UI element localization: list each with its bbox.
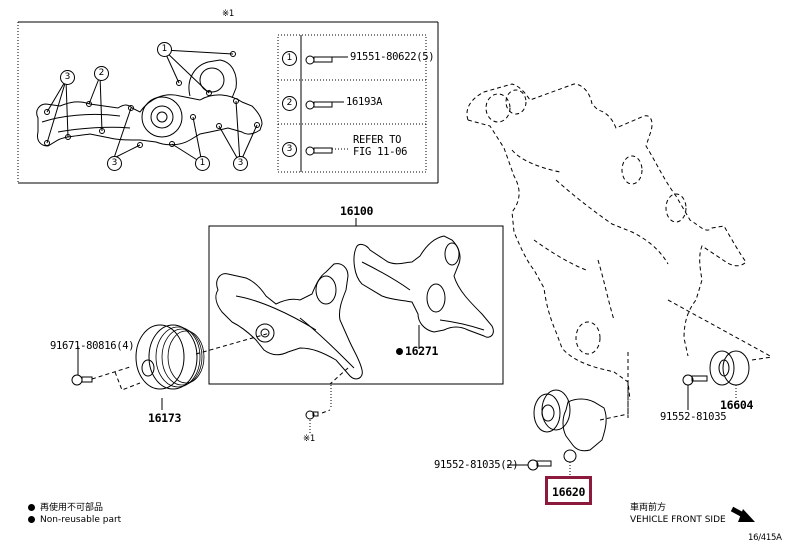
small-bolt-note: ※1 <box>303 434 315 444</box>
table-ref-line2[interactable]: FIG 11-06 <box>353 146 408 158</box>
non-reusable-bullet-icon <box>396 348 403 355</box>
part-label-16620: 16620 <box>552 485 586 499</box>
table-part-1[interactable]: 91551-80622(5) <box>350 51 435 63</box>
fastener-table <box>277 34 427 173</box>
part-label-91552-81035[interactable]: 91552-81035 <box>660 411 727 423</box>
vehicle-front-label: 車両前方 VEHICLE FRONT SIDE <box>630 502 726 526</box>
callout-3: 3 <box>107 156 122 171</box>
legend-item-en: Non-reusable part <box>28 514 121 526</box>
table-row-num-3: 3 <box>282 142 297 157</box>
water-pump-drawing <box>215 263 363 380</box>
callout-1: 1 <box>157 42 172 57</box>
part-label-16604[interactable]: 16604 <box>720 398 754 412</box>
legend-item-jp: 再使用不可部品 <box>28 502 121 514</box>
pulley-drawing <box>135 324 271 410</box>
table-row-num-1: 1 <box>282 51 297 66</box>
table-ref-line1: REFER TO <box>353 134 402 146</box>
part-label-16173[interactable]: 16173 <box>148 411 182 425</box>
water-pump-assembly-box <box>208 218 504 385</box>
callout-1: 1 <box>195 156 210 171</box>
vehicle-front-en: VEHICLE FRONT SIDE <box>630 515 726 525</box>
timing-cover-drawing <box>466 83 773 421</box>
legend-text-en: Non-reusable part <box>40 515 122 525</box>
pulley-bolt-drawing <box>71 346 141 391</box>
inset-note-mark: ※1 <box>222 9 234 19</box>
non-reusable-bullet-icon <box>28 504 35 511</box>
idler-bolt-drawing <box>682 374 708 410</box>
legend-text-jp: 再使用不可部品 <box>40 503 104 513</box>
non-reusable-bullet-icon <box>28 516 35 523</box>
tensioner-drawing <box>533 389 607 476</box>
tensioner-bolt-drawing <box>507 459 552 471</box>
part-label-16271[interactable]: 16271 <box>396 344 439 358</box>
highlighted-part-16620[interactable]: 16620 <box>545 476 593 505</box>
callout-2: 2 <box>94 66 109 81</box>
inset-panel <box>17 21 439 184</box>
small-bolt-drawing <box>305 367 349 433</box>
vehicle-front-arrow-icon <box>730 506 755 522</box>
callout-3: 3 <box>233 156 248 171</box>
legend: 再使用不可部品 Non-reusable part <box>28 502 121 526</box>
part-label-16100[interactable]: 16100 <box>340 204 374 218</box>
idler-pulley-drawing <box>709 350 750 398</box>
gasket-drawing <box>353 235 494 349</box>
table-bolt-icons <box>305 55 350 156</box>
part-label-91671-80816[interactable]: 91671-80816(4) <box>50 340 135 352</box>
table-row-num-2: 2 <box>282 96 297 111</box>
vehicle-front-jp: 車両前方 <box>630 503 667 513</box>
part-label-91552-81035-2[interactable]: 91552-81035(2) <box>434 459 519 471</box>
part-number: 16271 <box>405 344 439 358</box>
table-part-2[interactable]: 16193A <box>346 96 383 108</box>
inset-water-pump-drawing <box>36 49 263 164</box>
callout-3: 3 <box>60 70 75 85</box>
figure-code: 16/415A <box>748 533 782 543</box>
